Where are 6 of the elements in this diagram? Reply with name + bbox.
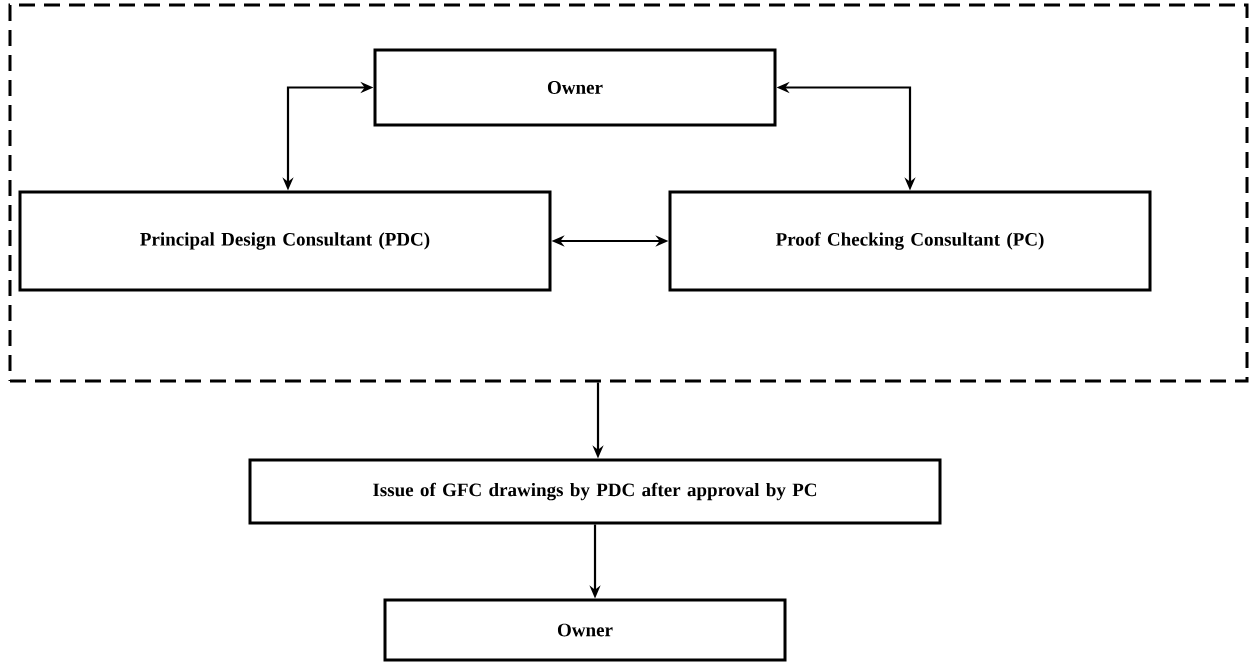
process-box: Issue of GFC drawings by PDC after approval by PC <box>248 458 942 525</box>
process-box: Proof Checking Consultant (PC) <box>668 190 1152 292</box>
process-box: Owner <box>383 598 787 662</box>
group-frame <box>8 3 1249 383</box>
process-box: Principal Design Consultant (PDC) <box>18 190 552 292</box>
process-box: Owner <box>373 48 777 127</box>
